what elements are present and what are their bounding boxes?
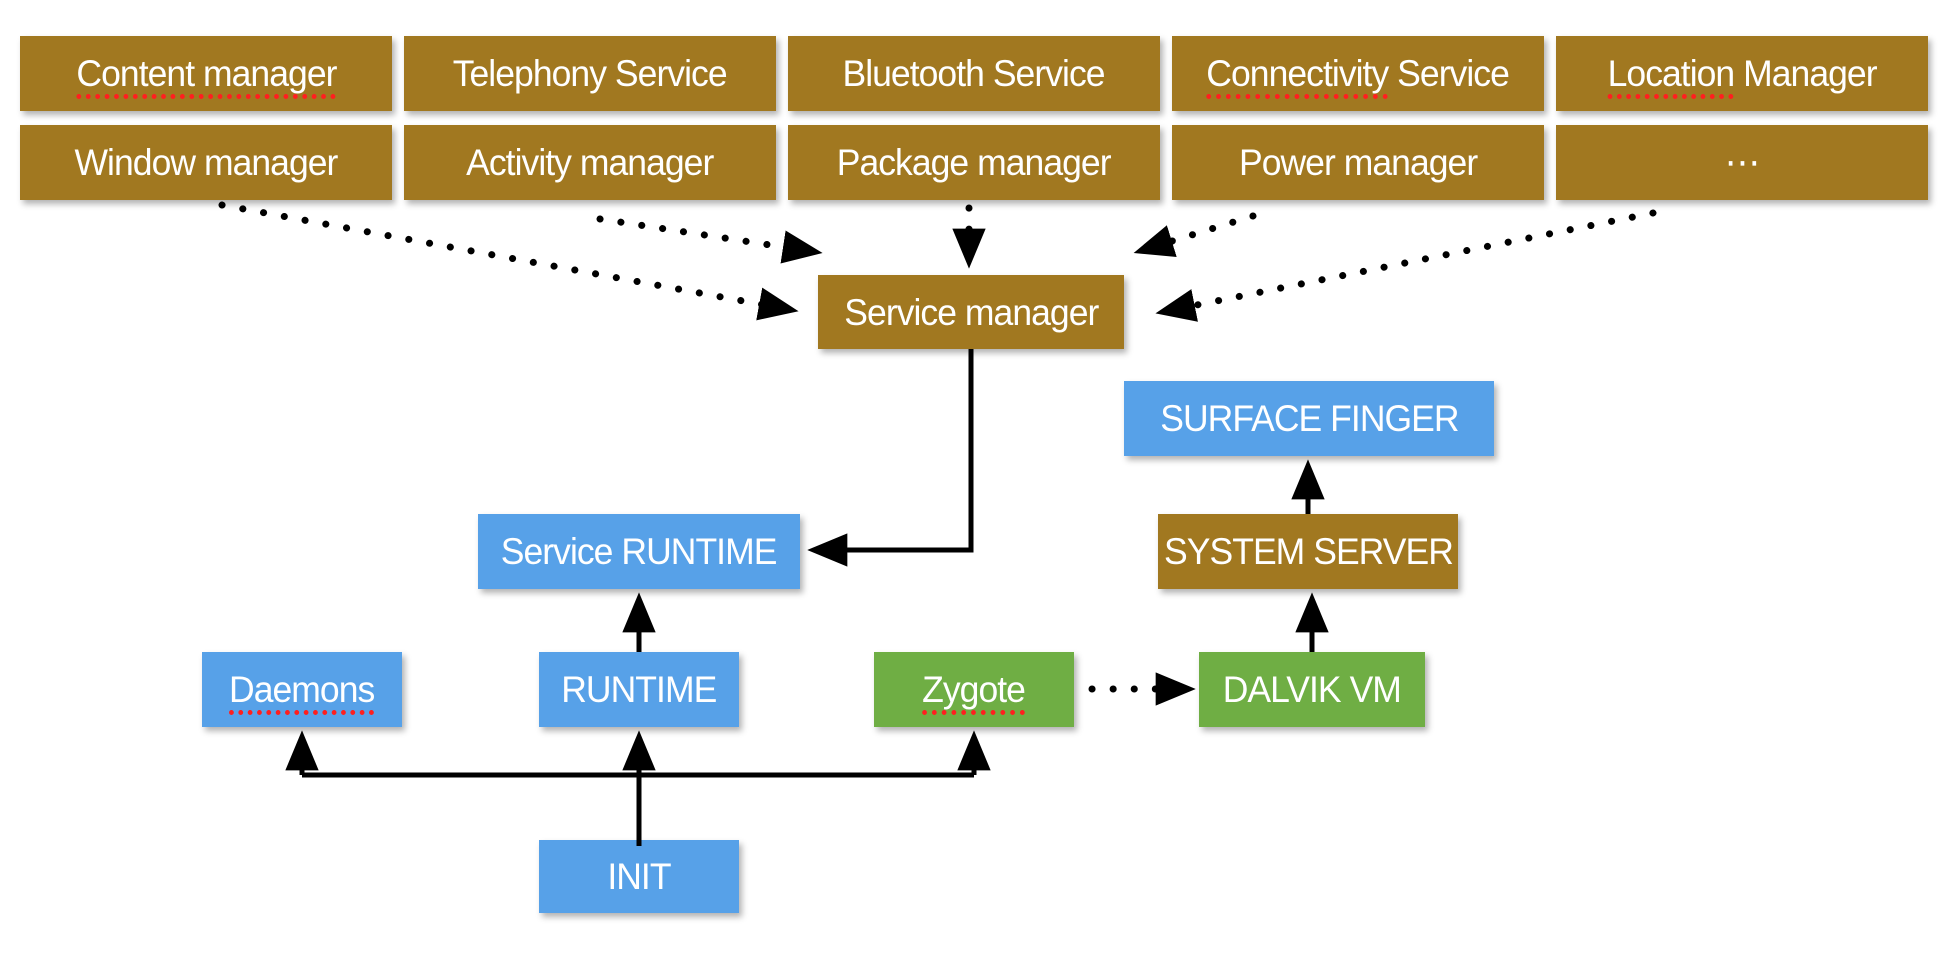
manager-word: Manager: [1734, 53, 1877, 94]
location-word: Location: [1607, 53, 1735, 94]
node-telephony-service: Telephony Service: [404, 36, 776, 111]
surface-finger-label: SURFACE FINGER: [1159, 398, 1459, 439]
node-activity-manager: Activity manager: [404, 125, 776, 200]
node-service-runtime: Service RUNTIME: [478, 514, 800, 589]
node-package-manager: Package manager: [788, 125, 1160, 200]
edge-activity-manager-to-service-manager: [596, 215, 823, 264]
node-power-manager: Power manager: [1172, 125, 1544, 200]
node-content-manager: Content manager: [20, 36, 392, 111]
node-system-server: SYSTEM SERVER: [1158, 514, 1458, 589]
edge-service-manager-to-service-runtime: [807, 349, 974, 567]
edge-window-manager-to-service-manager: [218, 201, 799, 321]
node-service-manager: Service manager: [818, 275, 1124, 349]
service-word: Service: [1388, 53, 1511, 94]
window-manager-label: Window manager: [74, 142, 339, 183]
zygote-label: Zygote: [922, 669, 1027, 710]
activity-manager-label: Activity manager: [466, 142, 714, 183]
node-window-manager: Window manager: [20, 125, 392, 200]
package-manager-label: Package manager: [837, 142, 1112, 183]
runtime-label: RUNTIME: [561, 669, 717, 710]
node-runtime: RUNTIME: [539, 652, 739, 727]
system-server-label: SYSTEM SERVER: [1163, 531, 1454, 572]
node-connectivity-service: Connectivity Service: [1172, 36, 1544, 111]
connectivity-word: Connectivity: [1206, 53, 1390, 94]
node-init: INIT: [539, 840, 739, 913]
init-label: INIT: [607, 856, 671, 897]
edge-power-manager-to-service-manager: [1133, 212, 1257, 258]
location-manager-label: Location Manager: [1607, 53, 1877, 94]
connectivity-service-label: Connectivity Service: [1206, 53, 1511, 94]
more-managers-label: ⋯: [1724, 142, 1761, 183]
node-surface-finger: SURFACE FINGER: [1124, 381, 1494, 456]
node-dalvik-vm: DALVIK VM: [1199, 652, 1425, 727]
service-manager-label: Service manager: [843, 291, 1099, 333]
node-daemons: Daemons: [202, 652, 402, 727]
node-location-manager: Location Manager: [1556, 36, 1928, 111]
content-manager-label: Content manager: [75, 53, 337, 94]
power-manager-label: Power manager: [1238, 142, 1478, 183]
dalvik-vm-label: DALVIK VM: [1222, 669, 1402, 710]
service-runtime-label: Service RUNTIME: [501, 531, 778, 572]
daemons-label: Daemons: [229, 669, 375, 710]
edge-more-managers-to-service-manager: [1155, 209, 1657, 322]
bluetooth-service-label: Bluetooth Service: [842, 53, 1106, 94]
telephony-service-label: Telephony Service: [453, 53, 728, 94]
node-more-managers: ⋯: [1556, 125, 1928, 200]
node-bluetooth-service: Bluetooth Service: [788, 36, 1160, 111]
node-zygote: Zygote: [874, 652, 1074, 727]
